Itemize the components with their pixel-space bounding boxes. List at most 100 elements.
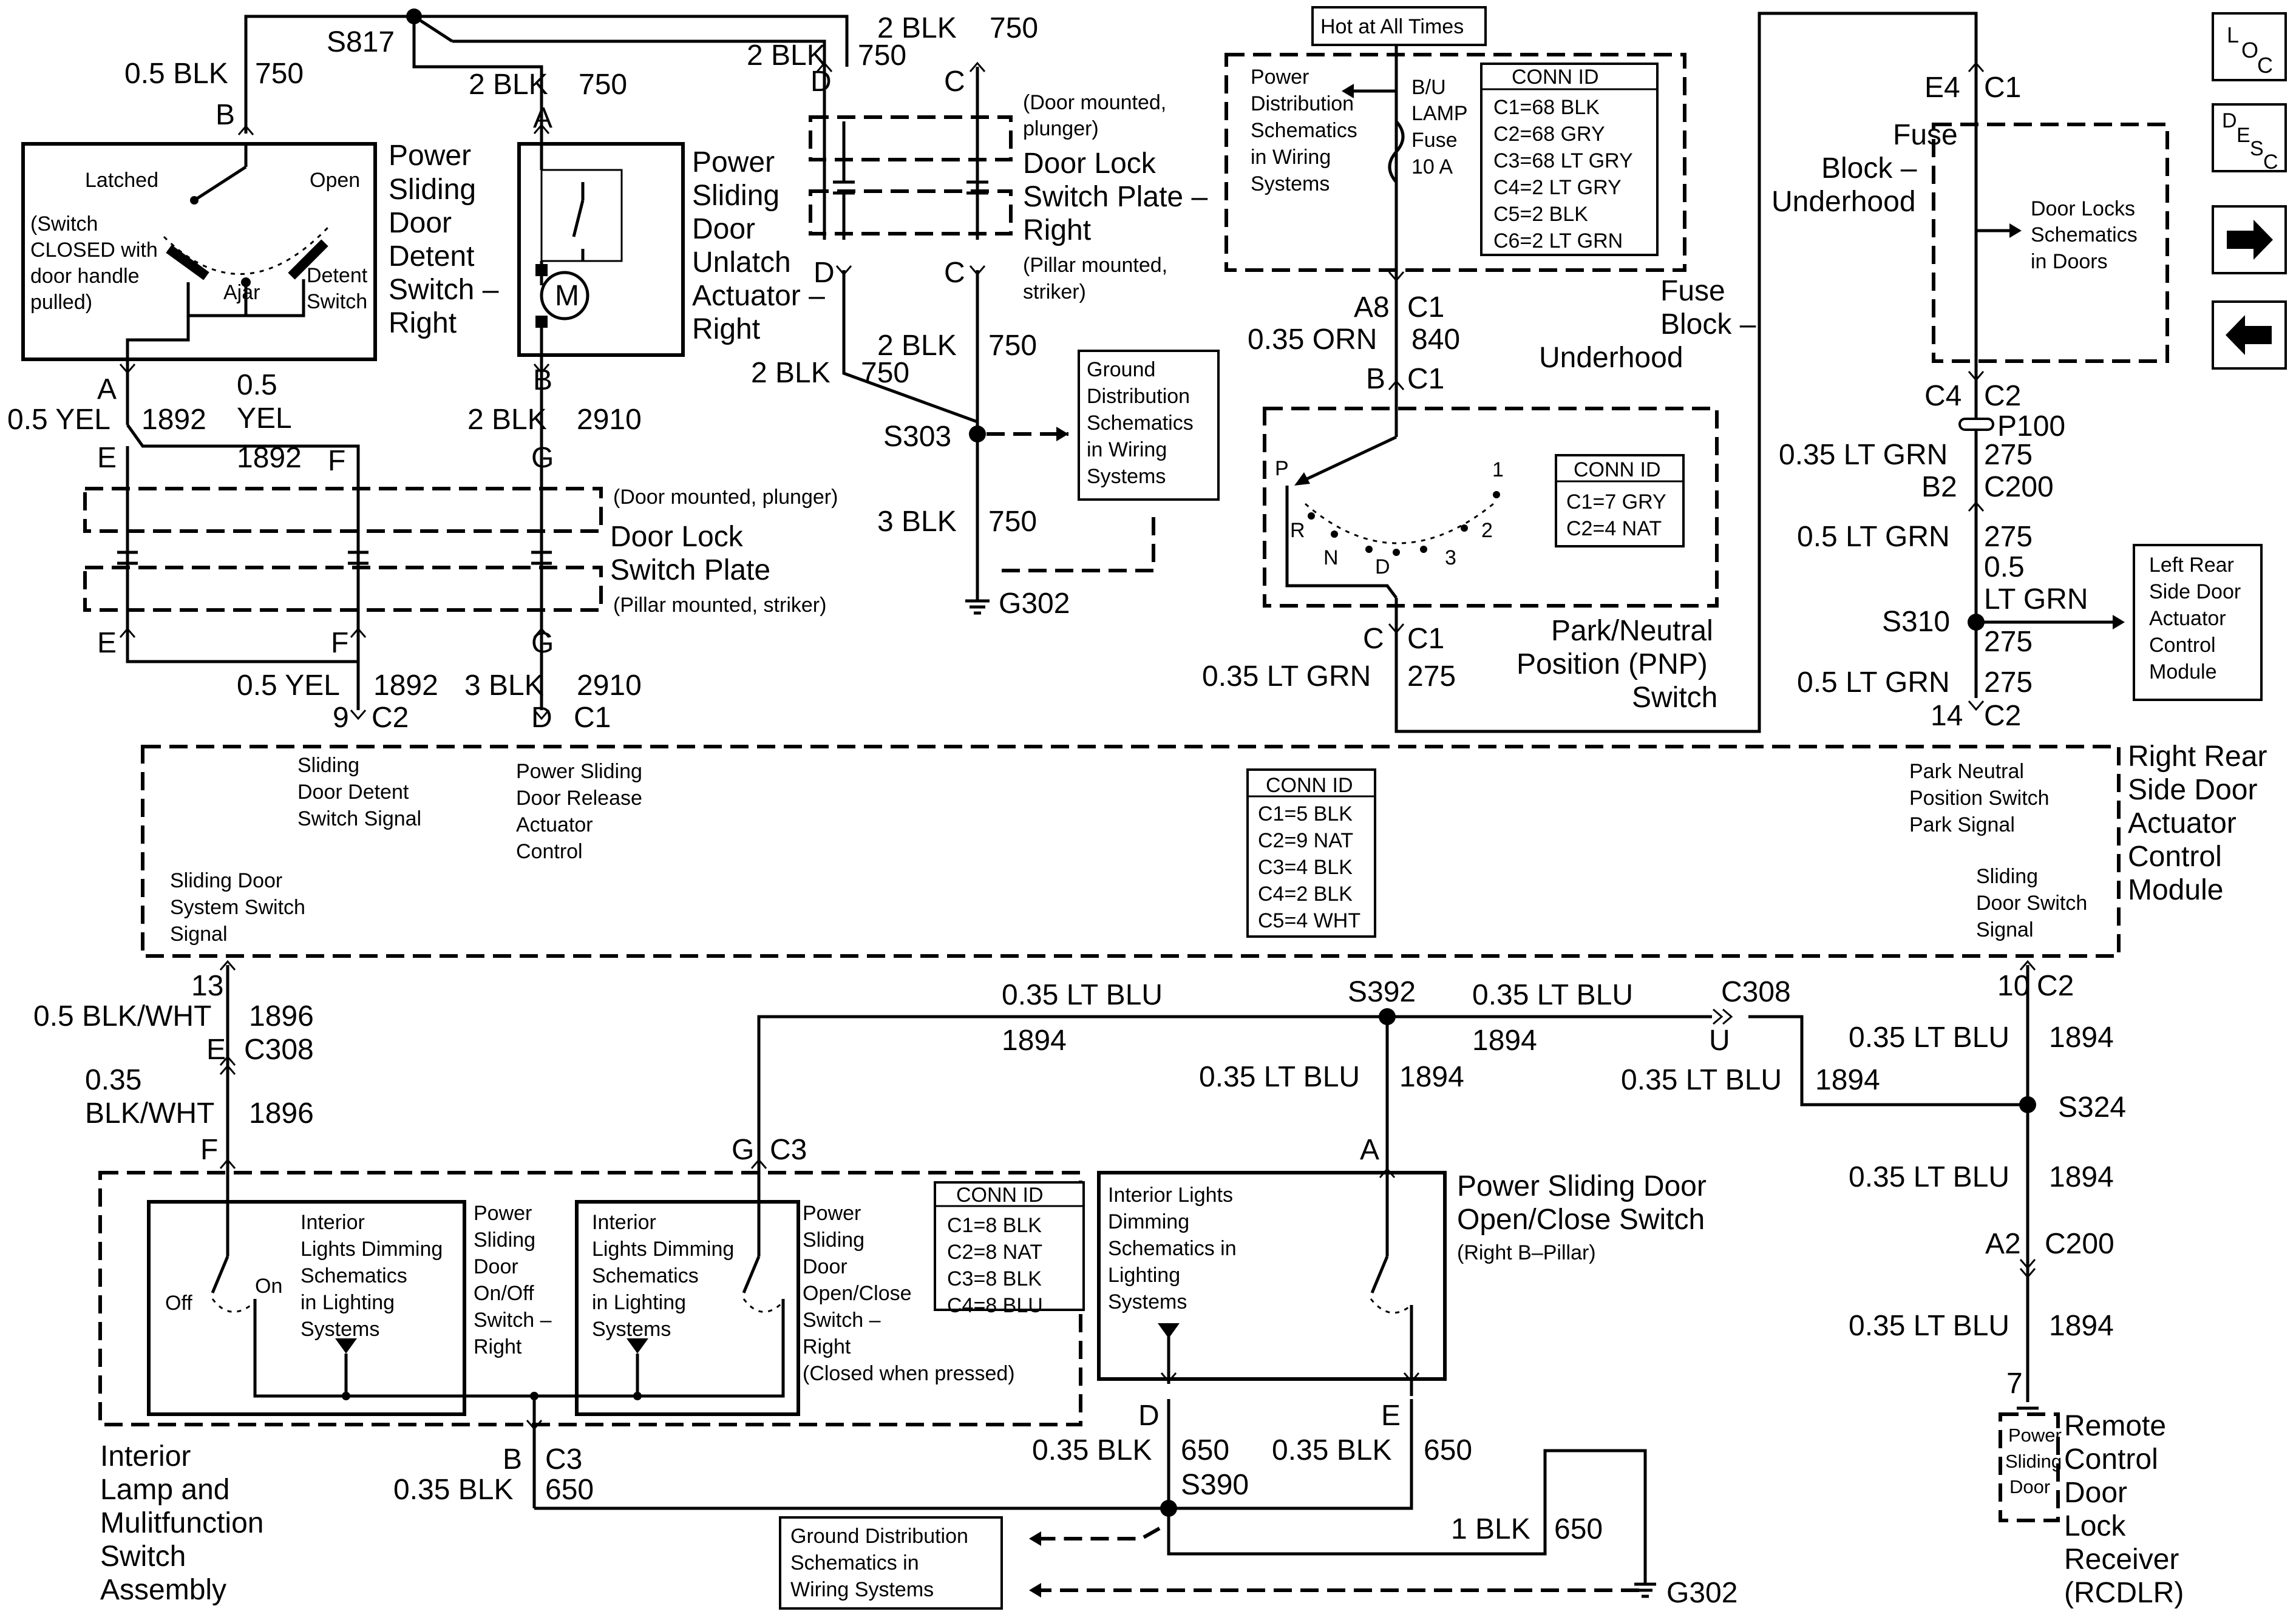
wire-size-label: 0.35 LT BLU [1002, 979, 1163, 1011]
detent-label: Detent [307, 264, 368, 287]
detent-switch-name: Sliding [389, 174, 476, 206]
pnp-position-r: R [1290, 519, 1305, 542]
svg-text:S: S [2250, 137, 2264, 160]
ajar-label: Ajar [223, 281, 260, 304]
pin-a8-label: A8 [1354, 291, 1390, 324]
pds-text: Distribution [1251, 92, 1354, 115]
conn-id-entry: C2=4 NAT [1566, 517, 1662, 540]
svg-text:O: O [2241, 38, 2258, 63]
onoff-switch-text: Switch – [474, 1309, 552, 1332]
conn-id-entry: C6=2 LT GRN [1493, 229, 1623, 252]
module-signal-door: Sliding [1976, 865, 2038, 888]
rcdlr-name: Remote [2064, 1410, 2166, 1442]
dimming-text: Schematics [301, 1264, 407, 1287]
circuit-1894-label: 1894 [2049, 1161, 2114, 1193]
circuit-750-label: 750 [255, 58, 304, 90]
left-plate-wires [83, 358, 603, 710]
conn-id-entry: C1=68 BLK [1493, 96, 1600, 119]
plate-pillar-label: striker) [1023, 280, 1086, 303]
connector-c200-label: C200 [2045, 1228, 2114, 1260]
connector-c1-label: C1 [1407, 623, 1444, 655]
left-rear-module-box [2133, 544, 2263, 701]
previous-page-button[interactable] [2212, 300, 2287, 370]
dimming-text: Systems [1108, 1290, 1187, 1313]
onoff-switch-text: Power [474, 1202, 532, 1225]
connector-c308-label: C308 [1721, 976, 1791, 1008]
door-locks-text: in Doors [2031, 250, 2108, 273]
module-signal-detent: Sliding [297, 754, 359, 777]
circuit-650-label: 650 [1181, 1434, 1229, 1466]
splice-s392-label: S392 [1348, 976, 1416, 1008]
desc-nav-button[interactable]: D E S C [2212, 103, 2287, 174]
module-name: Right Rear [2128, 741, 2267, 773]
fuse-block-underhood-center [1224, 6, 1686, 388]
connector-c2-label: C2 [2037, 970, 2074, 1002]
dimming-text: Schematics in [1108, 1237, 1237, 1260]
assembly-name: Switch [100, 1540, 186, 1573]
pnp-position-n: N [1323, 546, 1339, 569]
left-rear-module-text: Side Door [2149, 580, 2241, 603]
wire-size-label: 2 BLK [877, 330, 957, 362]
wire-size-label: 0.35 BLK [1272, 1434, 1391, 1466]
pnp-name: Switch [1632, 682, 1717, 714]
wire-size-label: 2 BLK [751, 357, 830, 389]
pin-d-label: D [531, 702, 552, 734]
psd-pillar-label: (Right B–Pillar) [1457, 1241, 1596, 1264]
wire-size-label: 3 BLK [877, 506, 957, 538]
connector-c1-label: C1 [1984, 72, 2021, 104]
pin-b2-label: B2 [1921, 471, 1957, 503]
dimming-text: Systems [592, 1318, 671, 1341]
onoff-switch-text: On/Off [474, 1282, 534, 1305]
module-signal-release: Actuator [516, 813, 593, 836]
onoff-switch-text: Sliding [474, 1229, 535, 1252]
circuit-2910-label: 2910 [577, 669, 642, 702]
module-signal-door: Door Switch [1976, 892, 2087, 915]
openclose-switch-text: Open/Close [803, 1282, 912, 1305]
detent-switch-name: Power [389, 140, 471, 172]
assembly-name: Interior [100, 1440, 191, 1473]
plate-mounted-label: (Door mounted, [1023, 91, 1166, 114]
splice-s817 [406, 8, 422, 24]
circuit-750-label: 750 [990, 12, 1038, 44]
pin-f-label: F [328, 445, 345, 477]
rcdlr-box-text: Sliding [2005, 1451, 2062, 1472]
plate-pillar-label: (Pillar mounted, [1023, 254, 1167, 277]
left-rear-module-text: Left Rear [2149, 554, 2234, 577]
svg-text:C: C [2257, 53, 2273, 78]
splice-s817-label: S817 [327, 26, 395, 58]
pin-a2-label: A2 [1985, 1228, 2021, 1260]
splice-s310-label: S310 [1882, 606, 1950, 638]
left-rear-module-text: Control [2149, 634, 2216, 657]
pds-text: Schematics [1251, 119, 1357, 142]
pnp-name: Position (PNP) [1517, 648, 1708, 680]
conn-id-title: CONN ID [1574, 458, 1661, 481]
conn-id-entry: C4=2 BLK [1258, 883, 1353, 906]
pds-text: Power [1251, 66, 1309, 89]
psd-open-close-switch [534, 1171, 1656, 1610]
circuit-840-label: 840 [1411, 324, 1460, 356]
wire-size-label: 0.35 LT BLU [1199, 1061, 1360, 1093]
door-locks-text: Door Locks [2031, 197, 2135, 220]
pnp-position-2: 2 [1481, 519, 1493, 542]
switch-note: pulled) [30, 291, 92, 314]
wire-size-label: 0.5 [1984, 551, 2025, 583]
dimming-text: Lights Dimming [301, 1238, 443, 1261]
arrow-right-icon [2227, 220, 2273, 260]
circuit-650-label: 650 [545, 1474, 594, 1506]
dimming-text: Lights Dimming [592, 1238, 734, 1261]
conn-id-title: CONN ID [1512, 66, 1599, 89]
wire-size-label: 0.35 LT GRN [1202, 660, 1371, 693]
svg-text:C: C [2263, 151, 2278, 174]
circuit-750-label: 750 [988, 330, 1037, 362]
circuit-1892-label: 1892 [237, 442, 302, 474]
next-page-button[interactable] [2212, 205, 2287, 274]
pin-d-label: D [1138, 1400, 1160, 1432]
onoff-switch-text: Door [474, 1255, 518, 1278]
loc-nav-button[interactable]: L O C [2212, 12, 2287, 81]
openclose-switch-text: Door [803, 1255, 847, 1278]
pin-e-label: E [1381, 1400, 1401, 1432]
pin-d-label: D [810, 66, 832, 98]
pin-b-label: B [503, 1443, 522, 1476]
conn-id-entry: C5=2 BLK [1493, 203, 1588, 226]
rcdlr-name: Control [2064, 1443, 2158, 1476]
